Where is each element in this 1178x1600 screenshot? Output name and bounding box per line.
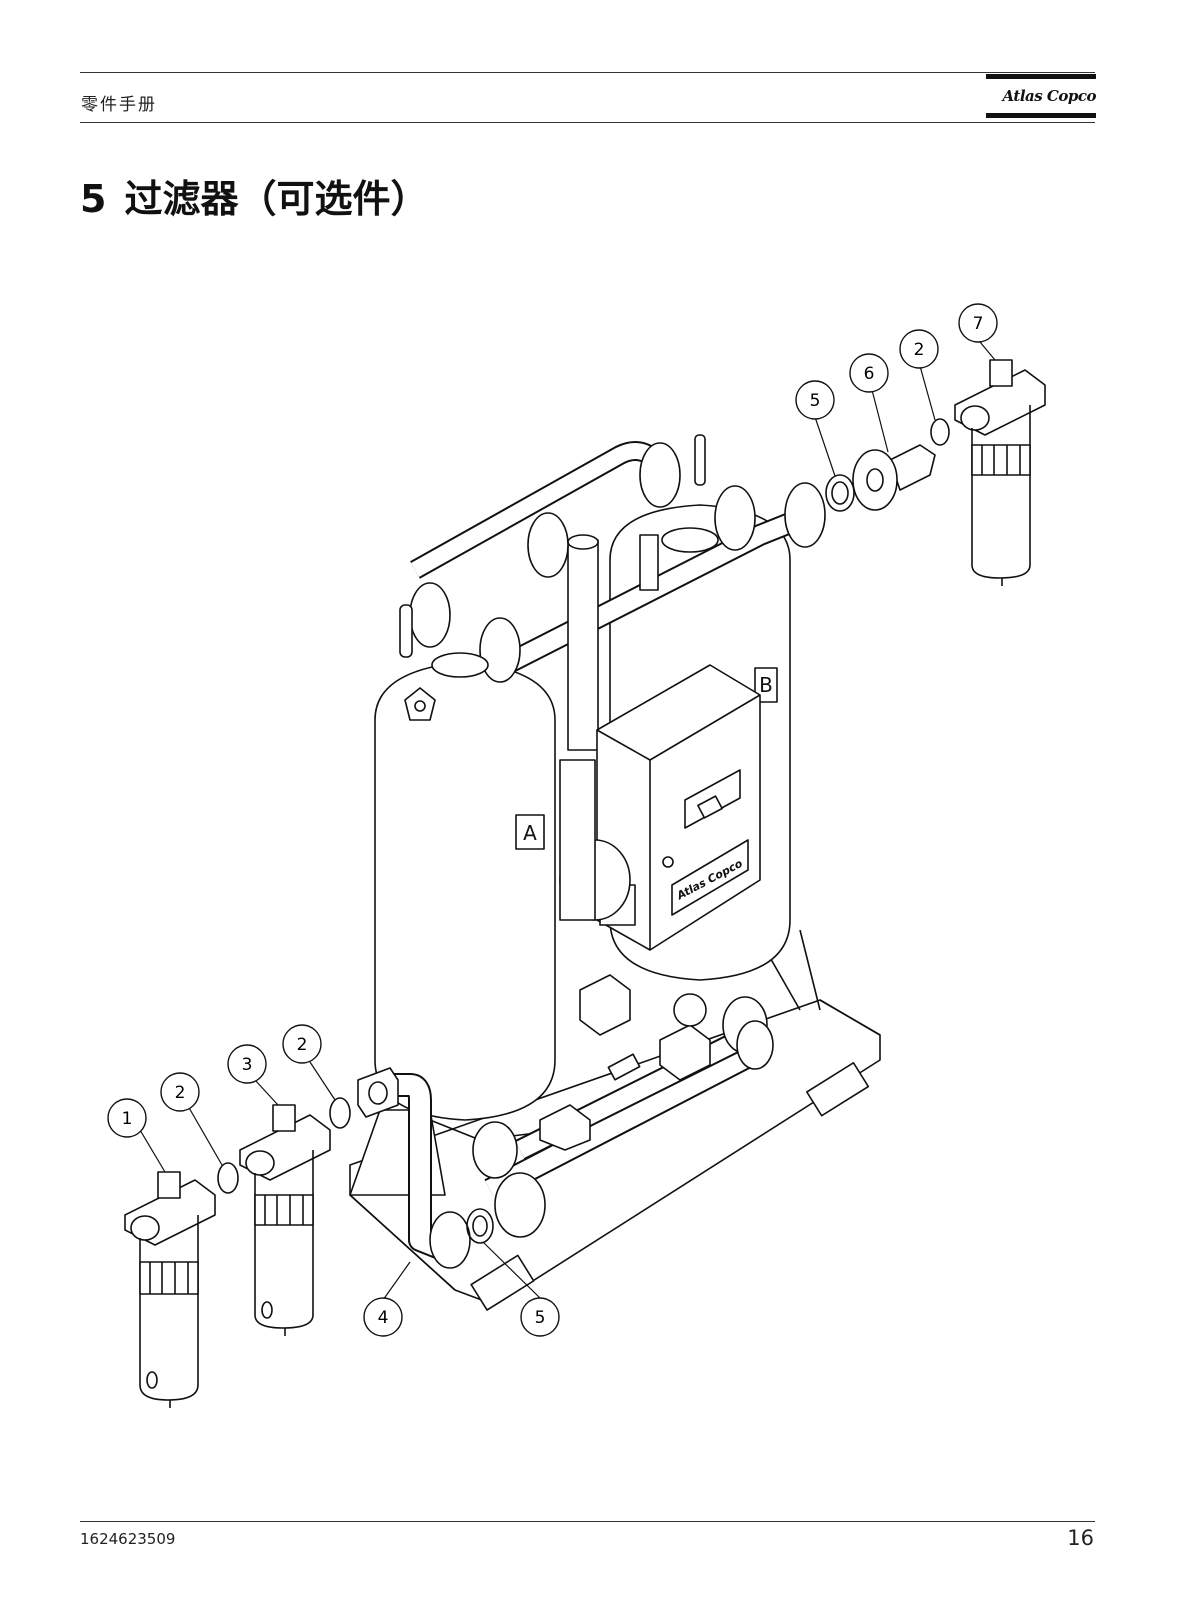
manual-label: 零件手册 xyxy=(81,95,157,115)
header-bottom-rule xyxy=(80,122,1095,123)
svg-text:3: 3 xyxy=(242,1055,253,1075)
callout-1: 1 xyxy=(107,1098,147,1138)
header-top-rule xyxy=(80,72,1095,73)
svg-text:2: 2 xyxy=(175,1083,186,1103)
logo-wordmark: Atlas Copco xyxy=(1002,87,1097,105)
svg-text:1: 1 xyxy=(122,1109,133,1129)
callout-5a: 5 xyxy=(520,1297,560,1337)
callout-5b: 5 xyxy=(795,380,835,420)
callout-7: 7 xyxy=(958,303,998,343)
part-2-oring-b xyxy=(329,1097,351,1129)
callout-3: 3 xyxy=(227,1044,267,1084)
part-2-oring-c xyxy=(930,418,950,446)
vessel-b-label: B xyxy=(759,673,773,697)
footer-rule xyxy=(80,1521,1095,1522)
logo-bar-top xyxy=(986,74,1096,79)
part-5-gasket-lower xyxy=(466,1208,494,1244)
lower-valves xyxy=(429,759,774,1238)
upper-manifold xyxy=(399,434,826,751)
callout-6: 6 xyxy=(849,353,889,393)
section-number: 5 xyxy=(80,177,107,221)
control-cabinet: Atlas Copco xyxy=(596,664,761,951)
document-number: 1624623509 xyxy=(80,1530,176,1548)
logo-bar-bottom xyxy=(986,113,1096,118)
callouts: 1 2 3 2 4 5 5 6 2 7 xyxy=(107,303,998,1337)
svg-text:2: 2 xyxy=(297,1035,308,1055)
svg-text:5: 5 xyxy=(810,391,821,411)
part-5-gasket-upper xyxy=(825,474,855,512)
section-title: 过滤器（可选件） xyxy=(124,177,429,221)
svg-text:5: 5 xyxy=(535,1308,546,1328)
svg-text:6: 6 xyxy=(864,364,875,384)
page-number: 16 xyxy=(1067,1526,1094,1550)
svg-text:7: 7 xyxy=(973,314,984,334)
svg-text:4: 4 xyxy=(378,1308,389,1328)
section-heading: 5 过滤器（可选件） xyxy=(80,168,428,223)
vessel-a: A xyxy=(374,661,556,1121)
filter-1 xyxy=(124,1171,216,1408)
atlas-copco-logo: Atlas Copco xyxy=(986,74,1097,120)
svg-text:2: 2 xyxy=(914,340,925,360)
vessel-a-label: A xyxy=(523,821,537,845)
callout-2c: 2 xyxy=(899,329,939,369)
base-frame xyxy=(349,929,881,1311)
callout-leaders xyxy=(139,341,996,1301)
part-4-inlet-pipe xyxy=(357,1067,471,1269)
filter-7 xyxy=(954,359,1046,586)
part-6-adapter-flange xyxy=(852,444,936,511)
callout-2a: 2 xyxy=(160,1072,200,1112)
part-2-oring-a xyxy=(217,1162,239,1194)
callout-4: 4 xyxy=(363,1297,403,1337)
filter-3 xyxy=(239,1104,331,1336)
callout-2b: 2 xyxy=(282,1024,322,1064)
